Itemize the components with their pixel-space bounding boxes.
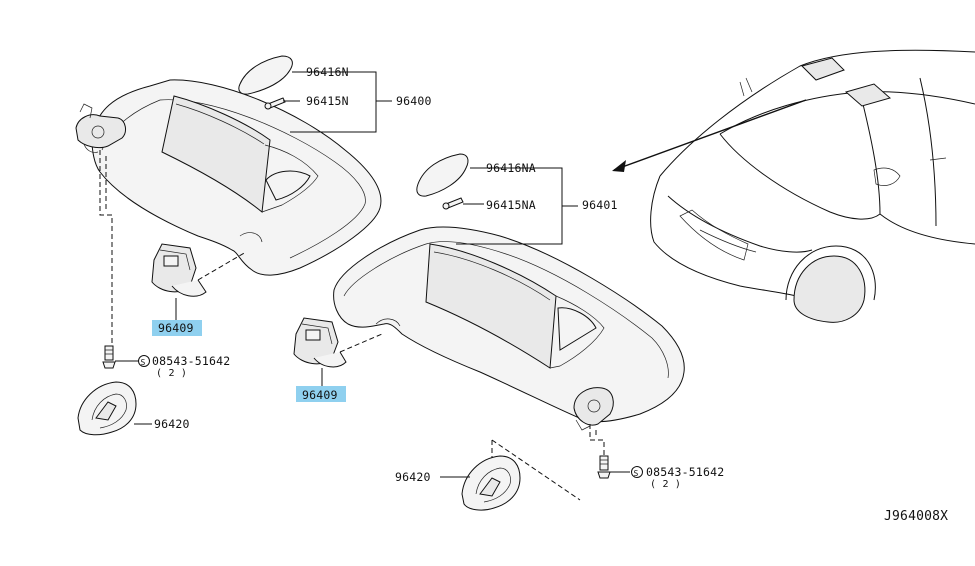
- screw-symbol-left: S: [141, 358, 146, 367]
- label-96420-right: 96420: [395, 470, 431, 484]
- label-96401: 96401: [582, 198, 618, 212]
- label-screw-right-qty: ( 2 ): [650, 479, 681, 490]
- label-screw-right: 08543-51642: [646, 465, 724, 479]
- label-96420-left: 96420: [154, 417, 190, 431]
- left-screw: [102, 345, 116, 369]
- left-sun-visor: [75, 79, 382, 276]
- part-96416n-pad: [238, 55, 293, 95]
- label-96416na: 96416NA: [486, 161, 536, 175]
- part-96415na-pin: [442, 197, 464, 210]
- label-96415na: 96415NA: [486, 198, 536, 212]
- right-visor-clip-96409: [293, 317, 347, 368]
- part-96415n-pin: [264, 97, 286, 110]
- part-96416na-pad: [416, 153, 469, 197]
- diagram-code: J964008X: [884, 509, 948, 524]
- left-visor-clip-96409: [151, 243, 207, 297]
- right-screw: [597, 455, 611, 479]
- vehicle-outline: [650, 49, 975, 323]
- label-96416n: 96416N: [306, 65, 349, 79]
- label-96400: 96400: [396, 94, 432, 108]
- left-cover-96420: [77, 381, 137, 436]
- right-sun-visor: [333, 226, 685, 431]
- right-cover-96420: [461, 455, 521, 511]
- label-screw-left-qty: ( 2 ): [156, 368, 187, 379]
- label-screw-left: 08543-51642: [152, 354, 230, 368]
- label-96409-left: 96409: [158, 321, 194, 335]
- label-96415n: 96415N: [306, 94, 349, 108]
- screw-symbol-right: S: [634, 469, 639, 478]
- label-96409-right: 96409: [302, 388, 338, 402]
